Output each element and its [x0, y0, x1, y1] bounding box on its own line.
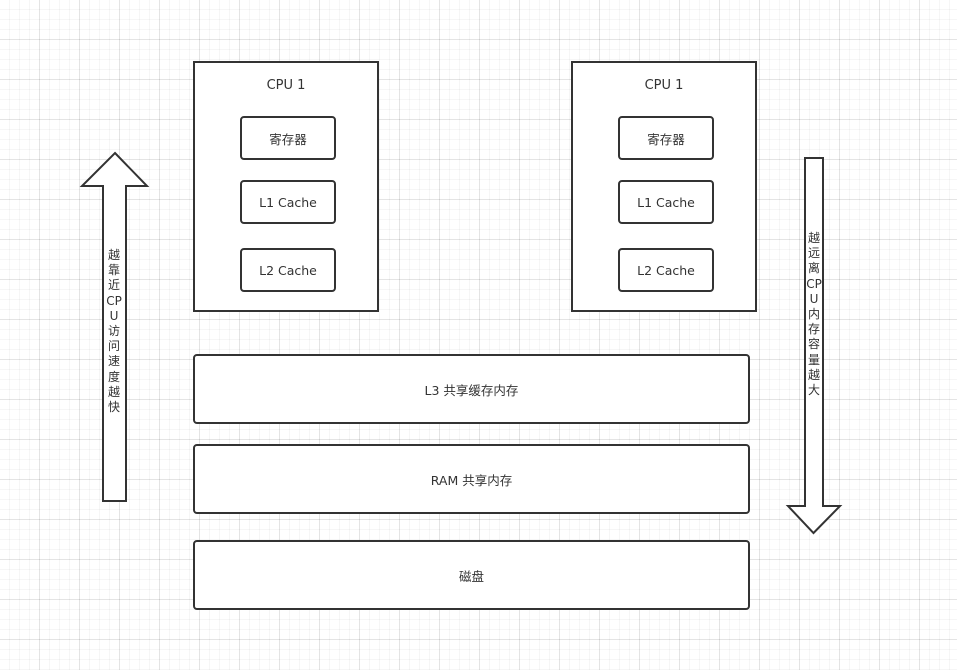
- register-box-right: 寄存器: [618, 116, 714, 160]
- l2-cache-box-right: L2 Cache: [618, 248, 714, 292]
- ram-shared-memory-box: RAM 共享内存: [193, 444, 750, 514]
- l3-shared-cache-box: L3 共享缓存内存: [193, 354, 750, 424]
- cpu-box-left: CPU 1 寄存器 L1 Cache L2 Cache: [193, 61, 379, 312]
- down-arrow: [785, 157, 843, 535]
- l2-cache-box-left: L2 Cache: [240, 248, 336, 292]
- up-arrow: [79, 151, 150, 502]
- disk-box: 磁盘: [193, 540, 750, 610]
- arrow-up-label: 越靠近CPU访问速度越快: [106, 248, 122, 415]
- arrow-down-label: 越远离CPU内存容量越大: [806, 231, 822, 398]
- register-box-left: 寄存器: [240, 116, 336, 160]
- l1-cache-box-left: L1 Cache: [240, 180, 336, 224]
- cpu-title-right: CPU 1: [644, 78, 684, 93]
- l1-cache-box-right: L1 Cache: [618, 180, 714, 224]
- cpu-box-right: CPU 1 寄存器 L1 Cache L2 Cache: [571, 61, 757, 312]
- cpu-title-left: CPU 1: [266, 78, 306, 93]
